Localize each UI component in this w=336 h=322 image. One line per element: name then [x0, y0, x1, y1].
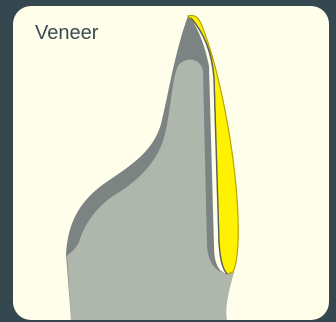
veneer-card: Veneer — [13, 6, 329, 320]
tooth-with-veneer-icon — [13, 6, 329, 320]
